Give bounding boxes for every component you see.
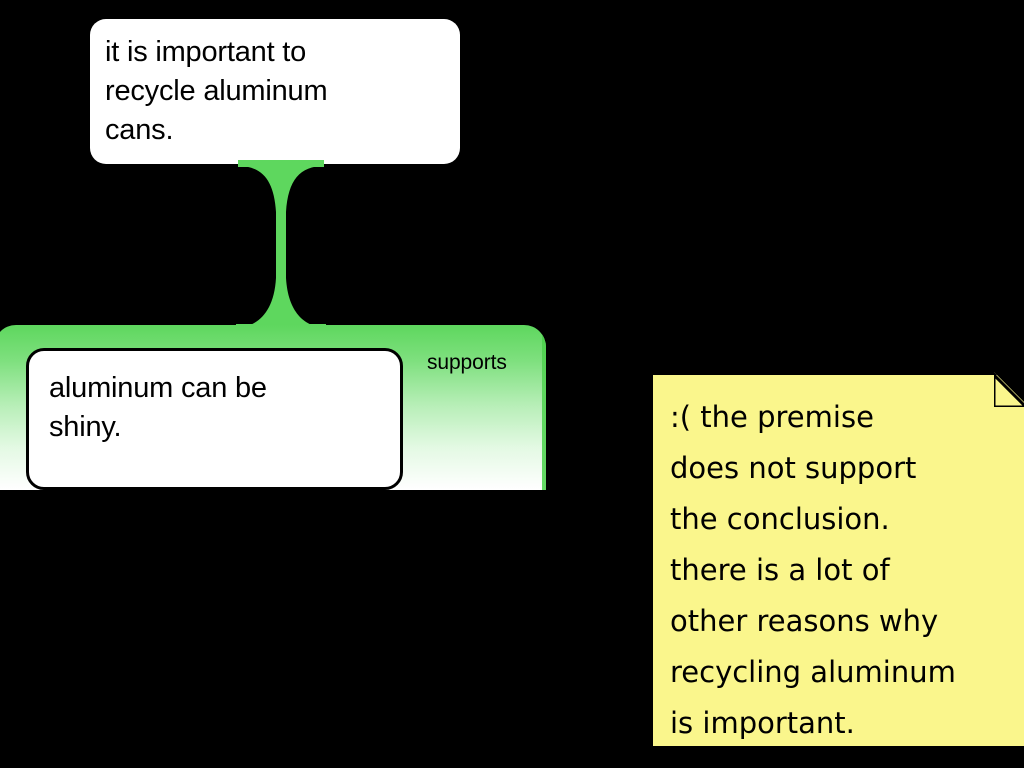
sticky-note[interactable] (650, 372, 1024, 749)
premise-node[interactable]: aluminum can be shiny. (26, 348, 403, 490)
premise-text: aluminum can be shiny. (49, 372, 267, 443)
support-group-right-edge (542, 325, 546, 490)
support-relation-label: supports (427, 351, 507, 374)
sticky-note-text: :( the premise does not support the conc… (670, 400, 956, 740)
support-connector-arrow (236, 160, 326, 332)
conclusion-node[interactable]: it is important to recycle aluminum cans… (90, 19, 460, 164)
conclusion-text: it is important to recycle aluminum cans… (105, 36, 328, 146)
